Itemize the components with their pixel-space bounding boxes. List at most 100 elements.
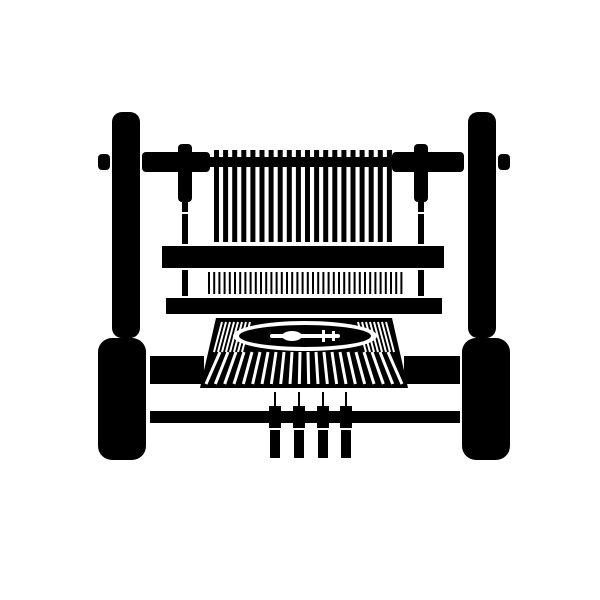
cloth-line xyxy=(279,351,286,385)
reed-thread xyxy=(369,272,372,294)
reed-thread xyxy=(327,272,330,294)
reed-thread xyxy=(374,272,377,294)
warp-thread xyxy=(295,150,301,242)
reed-thread xyxy=(322,272,325,294)
shuttle-icon xyxy=(270,330,340,342)
reed-thread xyxy=(275,272,278,294)
woven-cloth xyxy=(200,318,408,388)
warp-thread xyxy=(259,150,265,242)
heddle-hangers xyxy=(178,144,428,244)
reed-thread xyxy=(395,272,398,294)
cloth-edge-line xyxy=(213,321,223,353)
cloth-edge-line xyxy=(225,321,235,353)
reed-thread xyxy=(223,272,226,294)
cloth-edge-line xyxy=(217,321,227,353)
reed-thread xyxy=(239,272,242,294)
warp-thread xyxy=(314,150,320,242)
reed-thread xyxy=(234,272,236,294)
cloth-line xyxy=(314,351,320,385)
warp-thread xyxy=(341,150,347,242)
warp-thread xyxy=(268,150,274,242)
cloth-line xyxy=(306,351,311,385)
cloth-line xyxy=(223,351,238,385)
cloth-line xyxy=(241,351,254,385)
treadle-cord xyxy=(298,392,300,408)
reed-thread xyxy=(348,272,351,294)
warp-thread xyxy=(214,150,219,242)
cloth-line xyxy=(232,351,246,385)
warp-thread xyxy=(377,150,383,242)
treadle-foot xyxy=(294,430,304,458)
warp-threads xyxy=(214,150,392,242)
reed-thread xyxy=(218,272,221,294)
cloth-line xyxy=(362,351,376,385)
treadle-cord xyxy=(274,392,276,408)
cloth-line xyxy=(354,351,367,385)
reed-thread xyxy=(228,272,231,294)
warp-thread xyxy=(232,150,238,242)
cloth-line xyxy=(378,351,395,385)
cloth-line xyxy=(213,351,230,385)
reed-thread xyxy=(260,272,262,294)
cloth-line xyxy=(322,351,329,385)
warp-thread xyxy=(368,150,374,242)
warp-thread xyxy=(241,150,247,242)
reed-thread xyxy=(343,272,346,294)
cloth-line xyxy=(251,351,262,385)
reed-thread xyxy=(306,272,309,294)
reed-thread xyxy=(213,272,216,294)
treadle-cord xyxy=(345,392,347,408)
reed-thread xyxy=(265,272,268,294)
treadle-foot xyxy=(341,430,351,458)
lower-heddle-bar xyxy=(166,298,442,314)
reed-thread xyxy=(291,272,294,294)
reed-thread xyxy=(286,272,288,294)
treadles xyxy=(269,392,352,458)
reed-threads xyxy=(208,272,403,294)
reed-thread xyxy=(338,272,340,294)
reed-thread xyxy=(358,272,361,294)
cloth-edge-line xyxy=(381,321,391,353)
warp-thread xyxy=(323,150,329,242)
warp-thread xyxy=(305,150,310,242)
treadle xyxy=(293,406,305,428)
reed-thread xyxy=(249,272,252,294)
treadle xyxy=(317,406,329,428)
reed-thread xyxy=(254,272,257,294)
cloth-line xyxy=(370,351,385,385)
reed-thread xyxy=(312,272,314,294)
treadle-foot xyxy=(270,430,280,458)
reed-thread xyxy=(270,272,273,294)
cloth-edge-line xyxy=(385,321,395,353)
cloth-line xyxy=(338,351,348,385)
cloth-edge-line xyxy=(221,321,231,353)
treadle-cord xyxy=(322,392,324,408)
cloth-line xyxy=(386,351,404,385)
warp-thread xyxy=(386,150,392,242)
reed-thread xyxy=(280,272,283,294)
treadle xyxy=(340,406,352,428)
reed-thread xyxy=(317,272,320,294)
reed-thread xyxy=(400,272,403,294)
cloth-line xyxy=(346,351,357,385)
warp-thread xyxy=(250,150,256,242)
breast-beam xyxy=(150,356,460,384)
cloth-line xyxy=(269,351,278,385)
cloth-line xyxy=(330,351,339,385)
warp-thread xyxy=(286,150,292,242)
left-frame-post xyxy=(98,112,146,460)
cloth-line xyxy=(204,351,222,385)
treadle-foot xyxy=(318,430,328,458)
cloth-line xyxy=(260,351,270,385)
reed-thread xyxy=(390,272,392,294)
reed-thread xyxy=(301,272,304,294)
reed-thread xyxy=(364,272,366,294)
warp-thread xyxy=(332,150,338,242)
warp-thread xyxy=(277,150,283,242)
cloth-line xyxy=(297,351,302,385)
reed-thread xyxy=(208,272,210,294)
cloth-edge-line xyxy=(373,321,383,353)
upper-heddle-bar xyxy=(162,246,444,268)
